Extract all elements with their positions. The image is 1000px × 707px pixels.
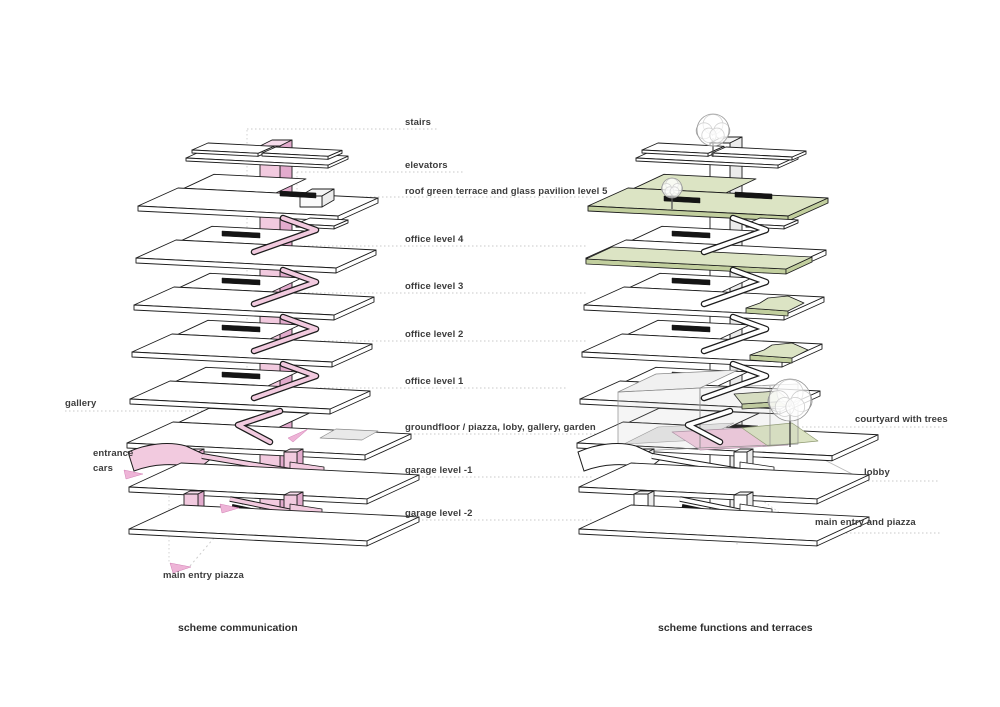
level-label-office-4: office level 4 bbox=[405, 234, 464, 245]
label-gallery: gallery bbox=[65, 398, 97, 409]
level-label-roof-5: roof green terrace and glass pavilion le… bbox=[405, 186, 608, 197]
level-label-stairs: stairs bbox=[405, 117, 431, 128]
level-label-office-1: office level 1 bbox=[405, 376, 464, 387]
label-main-entry-piazza: main entry piazza bbox=[163, 570, 244, 581]
level-label-elevators: elevators bbox=[405, 160, 448, 171]
level-label-garage-2: garage level -2 bbox=[405, 508, 473, 519]
level-label-garage-1: garage level -1 bbox=[405, 465, 473, 476]
label-courtyard-with-trees: courtyard with trees bbox=[855, 414, 948, 425]
level-label-office-2: office level 2 bbox=[405, 329, 464, 340]
level-label-groundfloor: groundfloor / piazza, loby, gallery, gar… bbox=[405, 422, 596, 433]
level-label-office-3: office level 3 bbox=[405, 281, 464, 292]
label-entrance-cars-2: cars bbox=[93, 463, 113, 474]
label-main-entry-and-piazza: main entry and piazza bbox=[815, 517, 916, 528]
label-entrance-cars-1: entrance bbox=[93, 448, 134, 459]
label-lobby: lobby bbox=[864, 467, 890, 478]
caption-scheme-functions: scheme functions and terraces bbox=[658, 622, 813, 634]
caption-scheme-communication: scheme communication bbox=[178, 622, 298, 634]
